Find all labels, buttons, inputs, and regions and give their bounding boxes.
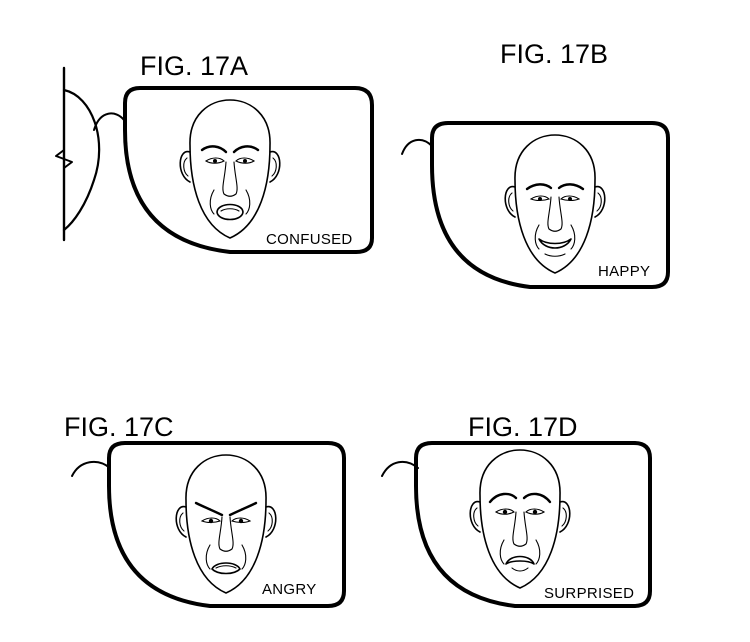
eyeglass-lens-icon [430, 121, 670, 289]
emotion-label: CONFUSED [266, 231, 353, 248]
figure-17a: FIG. 17A CONFUSED [55, 51, 374, 254]
eyeglass-lens-icon [123, 86, 374, 254]
figure-17b: FIG. 17B HAPPY [401, 39, 670, 289]
figure-17c: FIG. 17C ANGRY [64, 412, 346, 608]
figure-title: FIG. 17A [140, 51, 248, 81]
temple-arm-icon [401, 138, 433, 155]
figure-title: FIG. 17D [468, 412, 578, 442]
eyeglass-lens-icon [414, 441, 652, 608]
figure-title: FIG. 17B [500, 39, 608, 69]
temple-arm-icon [381, 460, 419, 477]
emotion-label: SURPRISED [544, 585, 634, 602]
face-icon [175, 454, 277, 594]
figure-17d: FIG. 17D SURPRISED [381, 412, 652, 608]
emotion-label: ANGRY [262, 581, 317, 598]
emotion-label: HAPPY [598, 263, 650, 280]
face-icon [504, 134, 606, 274]
face-icon [469, 449, 571, 589]
face-icon [179, 99, 281, 239]
eyeglass-lens-icon [107, 441, 346, 608]
figure-title: FIG. 17C [64, 412, 174, 442]
side-frame-icon [55, 66, 125, 242]
temple-arm-icon [71, 460, 111, 477]
